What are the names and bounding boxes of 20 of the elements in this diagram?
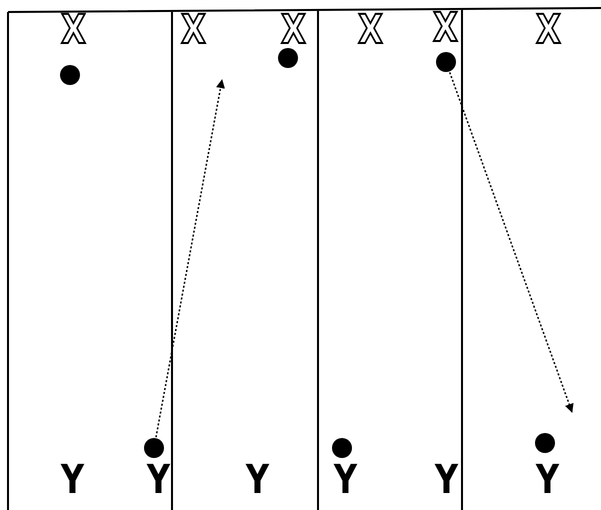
pass-arrow (155, 79, 225, 438)
defender-marker: X (280, 10, 306, 50)
attacker-marker: Y (246, 460, 270, 500)
ball (278, 48, 298, 68)
defender-marker: X (432, 8, 458, 48)
ball (332, 438, 352, 458)
ball (535, 433, 555, 453)
defender-marker: X (180, 10, 206, 50)
ball (60, 65, 80, 85)
defender-marker: X (60, 10, 86, 50)
attacker-marker: Y (147, 460, 170, 500)
defender-marker: X (536, 10, 560, 50)
pass-arrow (449, 72, 574, 413)
ball (144, 438, 164, 458)
ball (436, 52, 456, 72)
attacker-marker: Y (334, 460, 358, 500)
attacker-marker: Y (435, 460, 458, 500)
defender-marker: X (358, 10, 382, 50)
attacker-marker: Y (536, 460, 560, 500)
attacker-marker: Y (61, 460, 84, 500)
